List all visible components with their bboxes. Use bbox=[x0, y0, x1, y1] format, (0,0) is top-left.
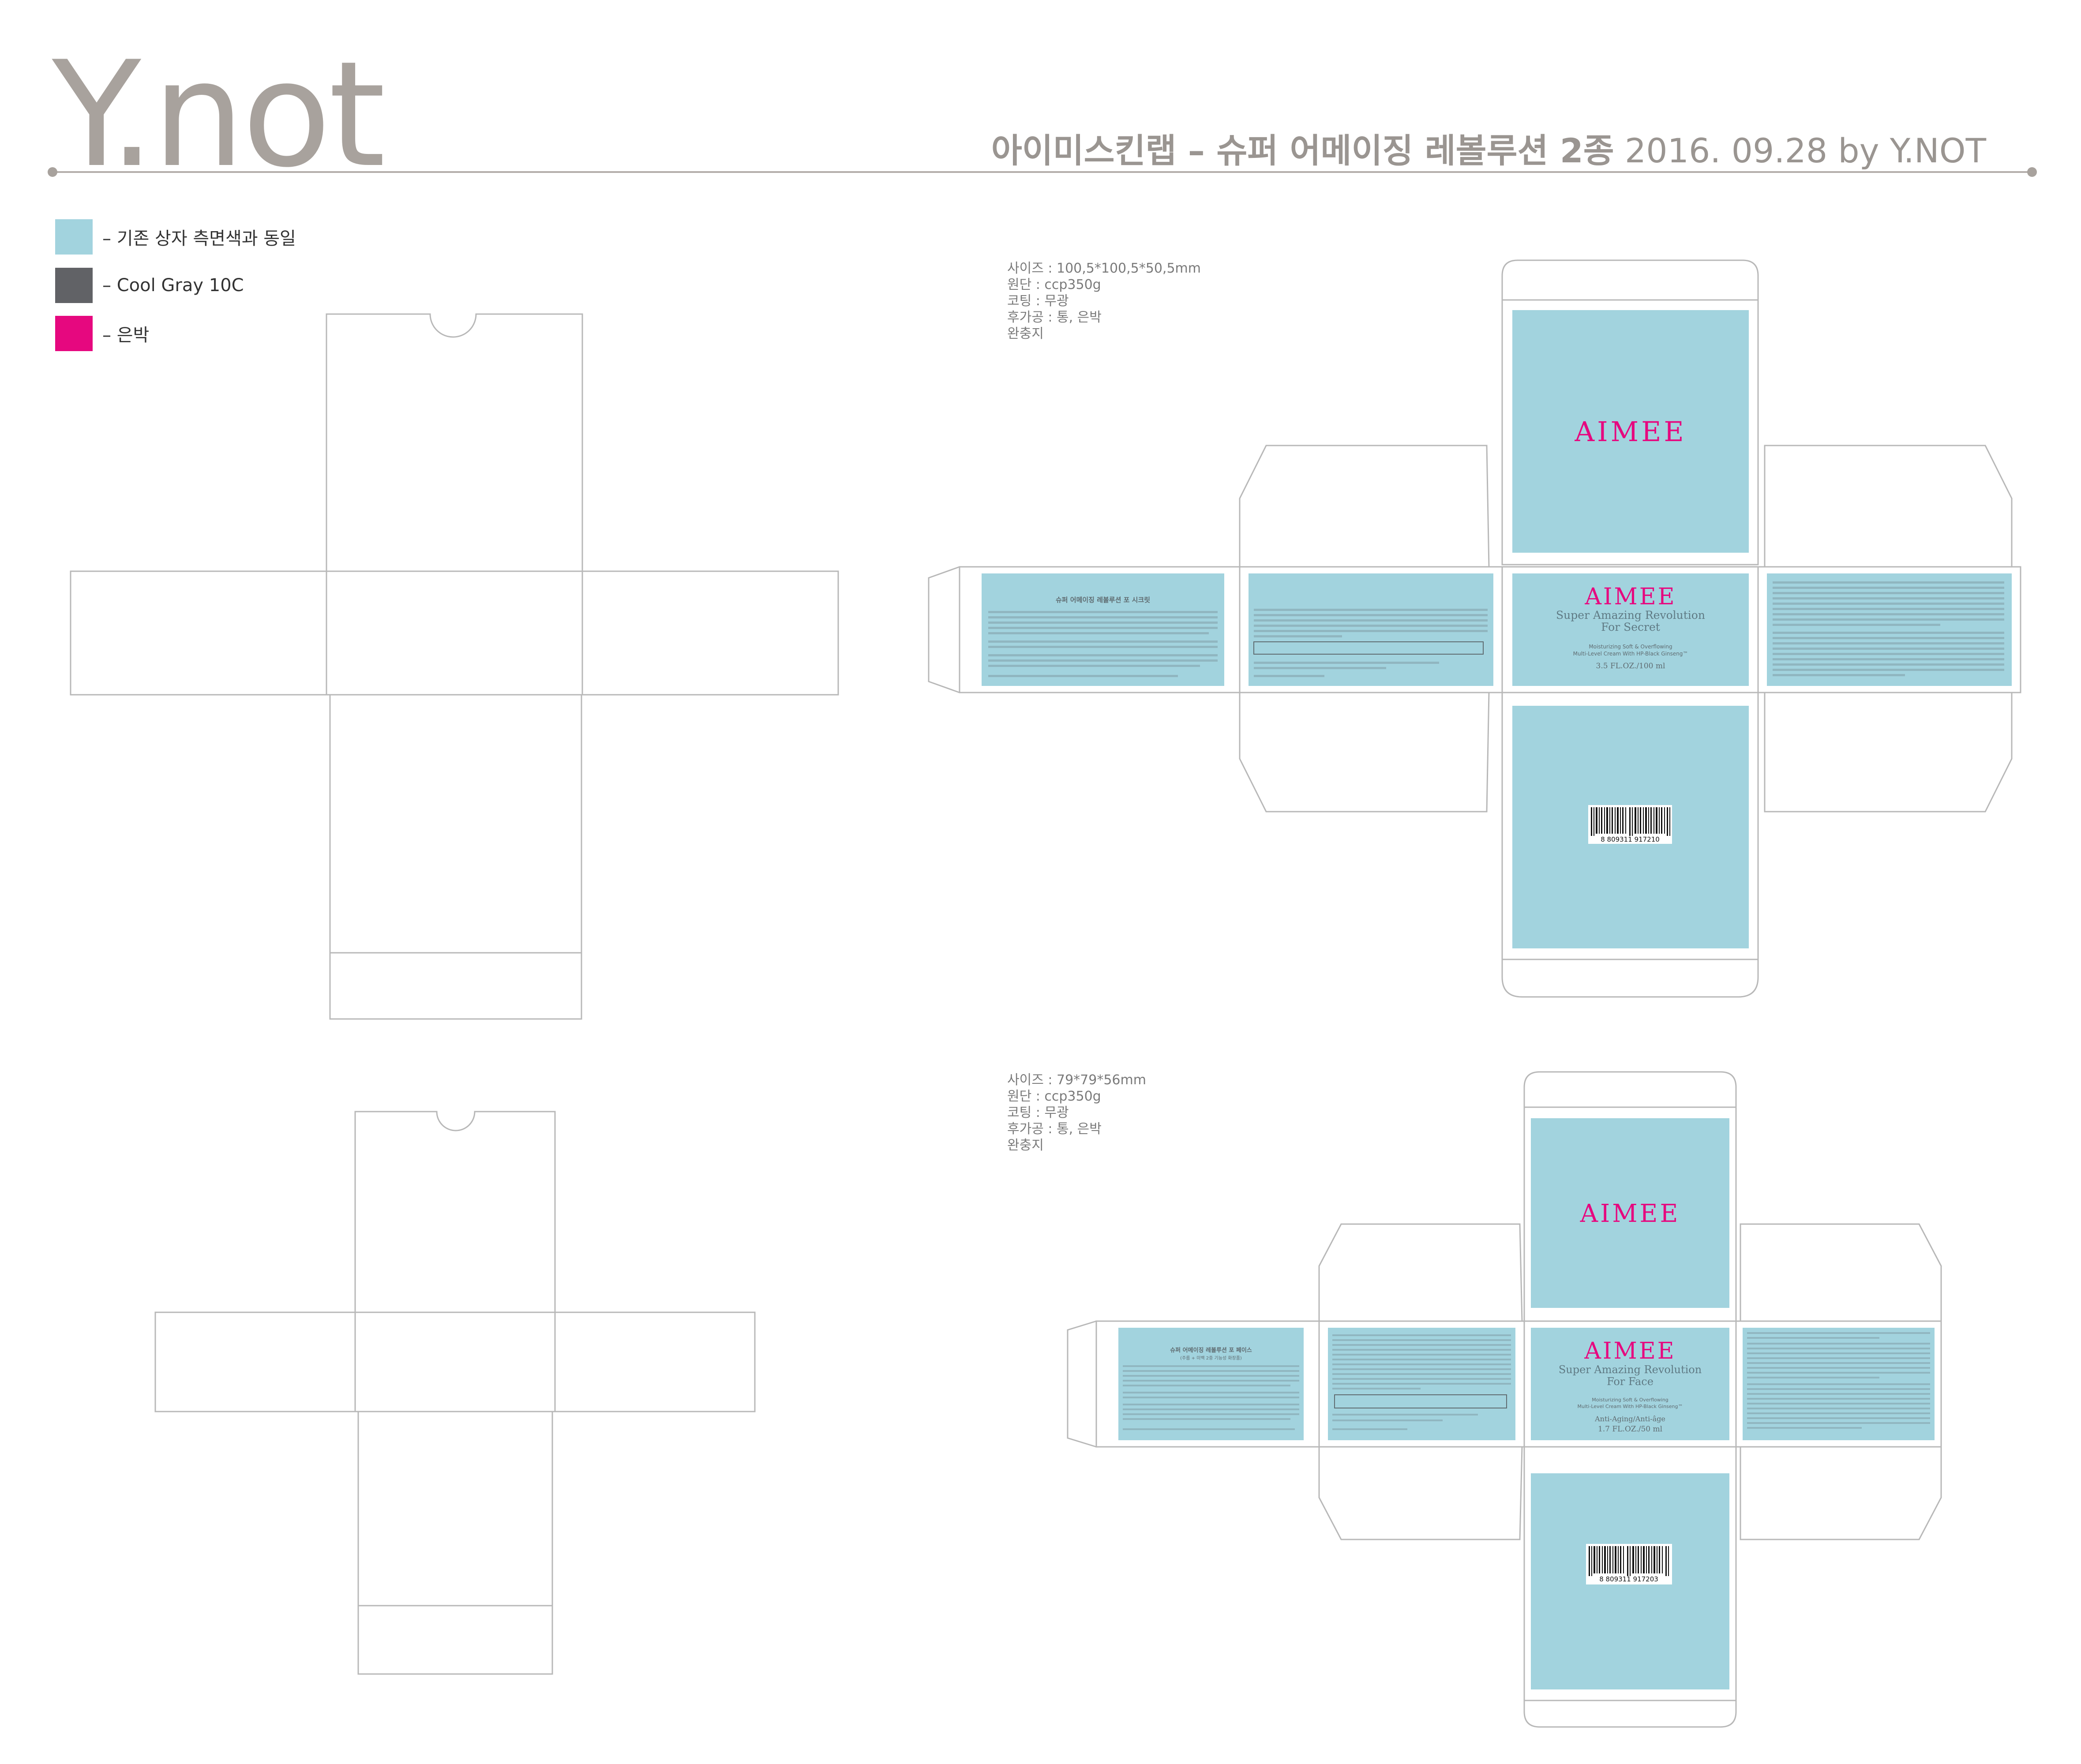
spec-finish: 후가공 : 통, 은박 bbox=[1007, 1121, 1102, 1137]
box1-product-line2: For Secret bbox=[1601, 621, 1660, 633]
legend-item-pink: – 은박 bbox=[55, 316, 149, 351]
spec-paper: 원단 : ccp350g bbox=[1007, 277, 1101, 292]
legend-label: – 기존 상자 측면색과 동일 bbox=[102, 228, 296, 249]
spec-finish: 후가공 : 통, 은박 bbox=[1007, 310, 1102, 325]
box1-volume: 3.5 FL.OZ./100 ml bbox=[1596, 662, 1665, 670]
spec-insert: 완충지 bbox=[1007, 326, 1044, 341]
box1-brand-front: AIMEE bbox=[1574, 416, 1686, 448]
page-title-main: 아이미스킨랩 – 슈퍼 어메이징 레볼루션 2종 bbox=[991, 131, 1614, 170]
box2-brand-front: AIMEE bbox=[1580, 1199, 1680, 1228]
box1-barcode-number: 8 809311 917210 bbox=[1601, 835, 1660, 843]
box2-side-panel bbox=[1531, 1328, 1729, 1440]
box2-korean-sub: (주름 + 미백 2중 기능성 화장품) bbox=[1180, 1356, 1242, 1361]
box2-korean-panel bbox=[1118, 1328, 1304, 1440]
box2-barcode: 8 809311 917203 bbox=[1586, 1544, 1672, 1584]
box1-korean-title: 슈퍼 어메이징 레볼루션 포 시크릿 bbox=[1056, 596, 1150, 604]
inner-tray-dieline-2 bbox=[154, 1111, 756, 1675]
box1-sub1: Moisturizing Soft & Overflowing bbox=[1589, 644, 1672, 650]
box1-dieline bbox=[928, 259, 2021, 998]
box1-front-panel bbox=[1512, 310, 1749, 553]
inner-tray-dieline-1 bbox=[70, 313, 839, 1020]
page-title: 아이미스킨랩 – 슈퍼 어메이징 레볼루션 2종 2016. 09.28 by … bbox=[991, 124, 1986, 172]
box2-ingredients-body bbox=[1332, 1334, 1511, 1430]
box1-sub2: Multi-Level Cream With HP-Black Ginseng™ bbox=[1573, 651, 1688, 657]
box2-dieline bbox=[1067, 1071, 1942, 1728]
box1-ingredients-body bbox=[1253, 609, 1488, 677]
spec-coating: 코팅 : 무광 bbox=[1007, 293, 1069, 309]
box2-sub2: Multi-Level Cream With HP-Black Ginseng™ bbox=[1577, 1404, 1683, 1409]
spec-insert: 완충지 bbox=[1007, 1138, 1044, 1153]
box2-volume: 1.7 FL.OZ./50 ml bbox=[1598, 1425, 1662, 1434]
header-rule bbox=[51, 171, 2032, 173]
rule-dot-left bbox=[48, 167, 57, 177]
box2-front-panel bbox=[1531, 1118, 1729, 1308]
swatch-gray bbox=[55, 268, 93, 303]
box1-korean-panel bbox=[982, 573, 1224, 686]
box2-spec: 사이즈 : 79*79*56mm 원단 : ccp350g 코팅 : 무광 후가… bbox=[1007, 1072, 1146, 1154]
legend-item-gray: – Cool Gray 10C bbox=[55, 268, 244, 303]
spec-size: 사이즈 : 100,5*100,5*50,5mm bbox=[1007, 261, 1201, 276]
rule-dot-right bbox=[2027, 167, 2037, 177]
box2-sub1: Moisturizing Soft & Overflowing bbox=[1592, 1397, 1669, 1403]
spec-paper: 원단 : ccp350g bbox=[1007, 1089, 1101, 1104]
box2-brand-side: AIMEE bbox=[1584, 1338, 1676, 1364]
legend-item-blue: – 기존 상자 측면색과 동일 bbox=[55, 219, 296, 255]
box1-english-body bbox=[1773, 581, 2004, 676]
box1-korean-body bbox=[988, 611, 1218, 677]
swatch-blue bbox=[55, 219, 93, 255]
page-title-date: 2016. 09.28 by Y.NOT bbox=[1614, 131, 1986, 170]
box1-spec: 사이즈 : 100,5*100,5*50,5mm 원단 : ccp350g 코팅… bbox=[1007, 260, 1201, 342]
box1-barcode: 8 809311 917210 bbox=[1588, 805, 1672, 844]
box2-korean-title: 슈퍼 어메이징 레볼루션 포 페이스 bbox=[1170, 1347, 1252, 1354]
box2-product-line1: Super Amazing Revolution bbox=[1559, 1363, 1702, 1376]
box2-barcode-number: 8 809311 917203 bbox=[1599, 1575, 1658, 1583]
legend-label: – 은박 bbox=[102, 325, 150, 345]
box2-english-body bbox=[1747, 1332, 1930, 1429]
box1-side-panel bbox=[1512, 573, 1749, 686]
logo: Y.not bbox=[52, 30, 386, 199]
box2-korean-body bbox=[1123, 1365, 1299, 1430]
spec-size: 사이즈 : 79*79*56mm bbox=[1007, 1072, 1146, 1088]
swatch-pink bbox=[55, 316, 93, 351]
box2-claim: Anti-Aging/Anti-âge bbox=[1594, 1415, 1665, 1423]
box2-product-line2: For Face bbox=[1607, 1375, 1654, 1388]
legend-label: – Cool Gray 10C bbox=[102, 275, 244, 296]
box1-product-line1: Super Amazing Revolution bbox=[1556, 609, 1705, 622]
spec-coating: 코팅 : 무광 bbox=[1007, 1105, 1069, 1120]
box1-brand-side: AIMEE bbox=[1584, 584, 1676, 610]
